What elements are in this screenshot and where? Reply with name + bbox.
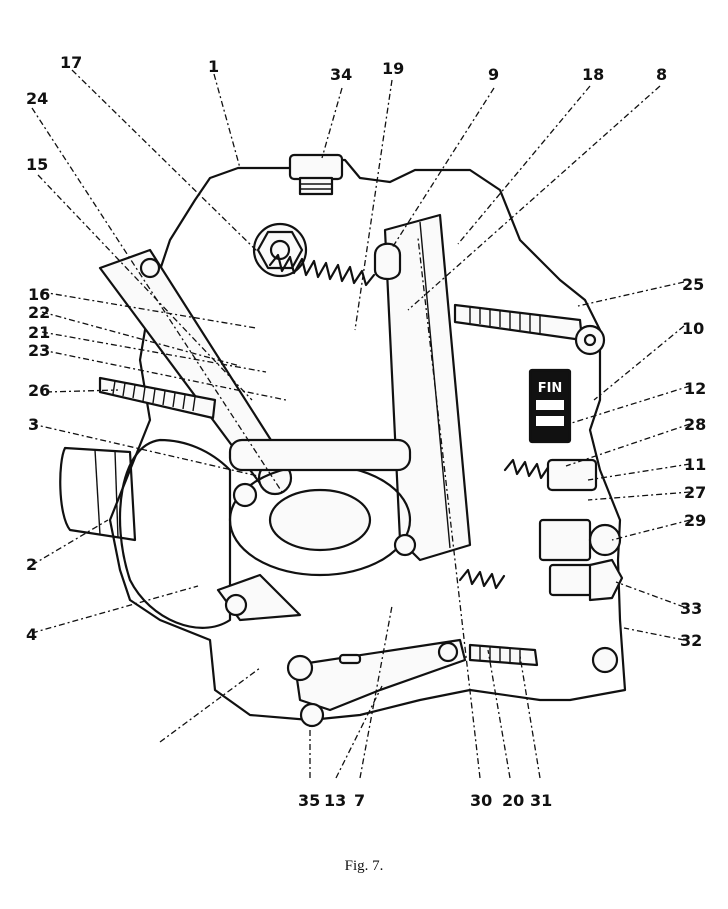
label-26: 26 [28,381,50,400]
label-24: 24 [26,89,48,108]
upper-left-nut [252,222,308,278]
label-19: 19 [382,59,404,78]
label-15: 15 [26,155,48,174]
spring-bolt-assembly [503,458,622,562]
label-3: 3 [28,415,39,434]
pump-housing [108,158,627,722]
label-11: 11 [684,455,706,474]
leader-lines [31,69,691,779]
figure-caption: Fig. 7. [344,858,384,874]
label-12: 12 [684,379,706,398]
nameplate: FIN [528,368,572,444]
long-bolt [453,303,606,356]
label-32: 32 [680,631,702,650]
label-2: 2 [26,555,37,574]
label-28: 28 [684,415,706,434]
top-cap-screw [288,153,344,196]
governor-spring [268,253,376,287]
nameplate-text: FIN [538,381,563,396]
label-16: 16 [28,285,50,304]
label-30: 30 [470,791,492,810]
lower-right-bolts [458,558,624,674]
left-arm [216,573,302,622]
label-25: 25 [682,275,704,294]
label-4: 4 [26,625,37,644]
control-plate [373,213,472,562]
label-22: 22 [28,303,50,322]
label-27: 27 [684,483,706,502]
label-13: 13 [324,791,346,810]
rotor-assembly [228,438,417,577]
label-34: 34 [330,65,352,84]
threaded-rod [98,376,217,420]
label-20: 20 [502,791,524,810]
label-35: 35 [298,791,320,810]
part-labels: 17 1 34 19 9 18 8 24 15 25 10 16 22 21 2… [26,53,706,810]
label-9: 9 [488,65,499,84]
label-33: 33 [680,599,702,618]
drive-shaft [59,446,137,542]
label-8: 8 [656,65,667,84]
lower-linkage [286,638,467,728]
label-10: 10 [682,319,704,338]
label-21: 21 [28,323,50,342]
label-31: 31 [530,791,552,810]
label-29: 29 [684,511,706,530]
label-7: 7 [354,791,365,810]
label-23: 23 [28,341,50,360]
label-17: 17 [60,53,82,72]
label-18: 18 [582,65,604,84]
label-1: 1 [208,57,219,76]
